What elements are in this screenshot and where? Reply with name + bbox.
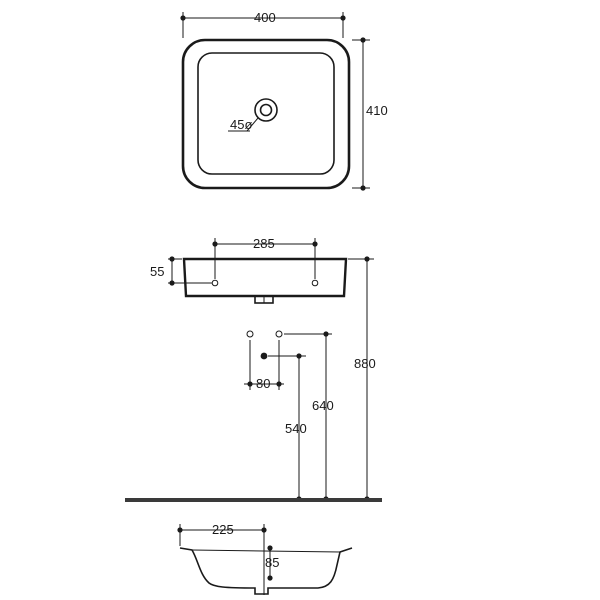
depth-dim-dot-bottom	[360, 185, 366, 191]
width-dimension-label: 400	[254, 10, 276, 25]
supply-spacing-label: 80	[256, 376, 270, 391]
width-dim-dot-left	[180, 15, 186, 21]
fixing-hole-left	[211, 279, 219, 287]
basin-outer-outline	[181, 38, 351, 190]
supply-hole-left	[246, 330, 254, 338]
half-width-dot-right	[261, 527, 267, 533]
depth-dimension-label: 410	[366, 103, 388, 118]
front-view: 285 55 880 80 640 5	[125, 236, 382, 502]
drain-diameter-label: 45ø	[230, 117, 252, 132]
height-dim-dot-bottom	[169, 280, 175, 286]
basin-front-body	[182, 257, 348, 298]
width-dim-dot-right	[340, 15, 346, 21]
section-depth-dot-bottom	[267, 575, 273, 581]
half-width-label: 225	[212, 522, 234, 537]
depth-dim-dot-top	[360, 37, 366, 43]
top-view: 45ø 400 410	[180, 10, 388, 191]
section-view: 225 85	[177, 522, 353, 595]
section-depth-dot-top	[267, 545, 273, 551]
half-width-dot-left	[177, 527, 183, 533]
total-height-dot-top	[364, 256, 370, 262]
drain-outer-ring	[254, 98, 278, 122]
supply-spacing-dot-left	[247, 381, 253, 387]
fixing-hole-right	[311, 279, 319, 287]
waste-outlet-dot	[260, 352, 268, 360]
hole-spacing-dot-left	[212, 241, 218, 247]
drain-height-label: 540	[285, 421, 307, 436]
height-dimension-label: 55	[150, 264, 164, 279]
supply-height-dot-top	[323, 331, 329, 337]
supply-height-label: 640	[312, 398, 334, 413]
supply-hole-right	[275, 330, 283, 338]
basin-section-inner	[191, 549, 341, 553]
total-height-label: 880	[354, 356, 376, 371]
section-depth-label: 85	[265, 555, 279, 570]
height-dim-dot-top	[169, 256, 175, 262]
basin-section-profile	[179, 547, 353, 595]
hole-spacing-label: 285	[253, 236, 275, 251]
drain-height-dot-top	[296, 353, 302, 359]
supply-spacing-dot-right	[276, 381, 282, 387]
drain-inner-ring	[259, 103, 273, 117]
floor-line	[125, 498, 382, 502]
basin-inner-bowl	[197, 52, 335, 175]
hole-spacing-dot-right	[312, 241, 318, 247]
drain-leader-line	[246, 117, 259, 132]
